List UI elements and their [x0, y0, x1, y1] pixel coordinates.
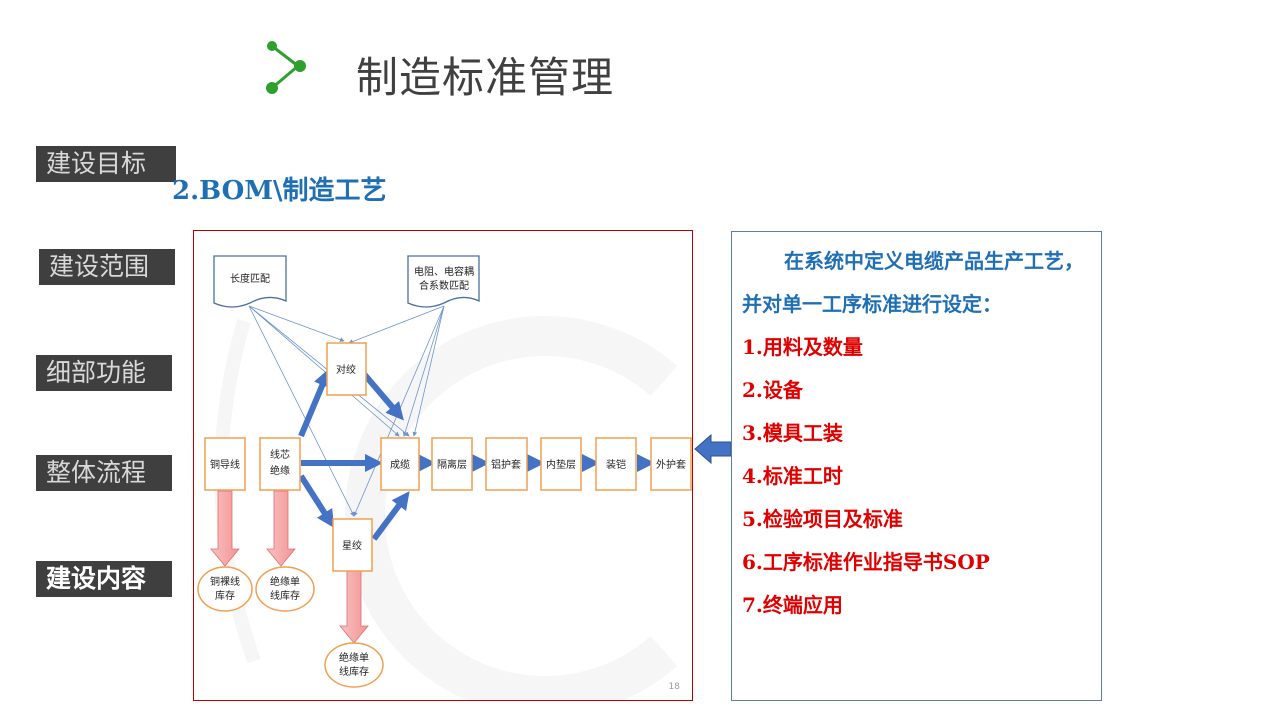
- info-panel: 在系统中定义电缆产品生产工艺，并对单一工序标准进行设定： 1.用料及数量 2.设…: [731, 231, 1102, 701]
- twisting-label: 对绞: [336, 363, 356, 376]
- al-sheath-box: [485, 437, 528, 491]
- barrier-box: [431, 437, 473, 491]
- outer-sheath-label: 外护套: [656, 458, 686, 471]
- cabling-box: [380, 437, 420, 491]
- list-item: 6.工序标准作业指导书SOP: [742, 550, 990, 574]
- info-intro: 在系统中定义电缆产品生产工艺，并对单一工序标准进行设定：: [742, 249, 1084, 316]
- rc-match-label-line1: 电阻、电容耦: [414, 265, 474, 278]
- nav-item-goals[interactable]: 建设目标: [36, 146, 176, 182]
- list-item: 5.检验项目及标准: [742, 507, 903, 531]
- barrier-label: 隔离层: [437, 458, 467, 471]
- flow-arrows: [298, 368, 655, 541]
- insulated-a-label-line2: 线库存: [270, 589, 300, 602]
- nav-item-content[interactable]: 建设内容: [36, 561, 172, 597]
- list-item: 3.模具工装: [742, 421, 843, 445]
- inner-pad-label: 内垫层: [546, 458, 576, 471]
- section-title: 2.BOM\制造工艺: [172, 176, 387, 206]
- storage-arrows: [210, 490, 369, 644]
- nav-item-scope[interactable]: 建设范围: [39, 249, 175, 285]
- armor-box: [595, 437, 637, 491]
- insulated-wire-storage-a: [255, 566, 315, 612]
- list-item: 1.用料及数量: [742, 335, 863, 359]
- bare-wire-label-line1: 铜裸线: [210, 575, 240, 588]
- bare-wire-storage: [197, 566, 253, 612]
- bare-wire-label-line2: 库存: [215, 589, 235, 602]
- armor-label: 装铠: [606, 458, 626, 471]
- star-quad-box: [332, 518, 373, 572]
- inner-pad-box: [540, 437, 582, 491]
- page-title: 制造标准管理: [356, 53, 615, 102]
- list-item: 4.标准工时: [742, 464, 843, 488]
- length-match-doc: 长度匹配: [213, 255, 287, 308]
- al-sheath-label: 铝护套: [491, 458, 521, 471]
- insulated-b-label-line1: 绝缘单: [339, 651, 369, 664]
- conductor-box: [204, 437, 246, 491]
- insulated-b-label-line2: 线库存: [339, 665, 369, 678]
- insulated-a-label-line1: 绝缘单: [270, 575, 300, 588]
- list-item: 2.设备: [742, 378, 803, 402]
- twisting-box: [326, 342, 367, 396]
- insulated-wire-storage-b: [324, 642, 384, 688]
- left-arrow-icon: [694, 433, 732, 465]
- rc-match-doc: 电阻、电容耦 合系数匹配: [407, 255, 480, 308]
- conductor-label: 铜导线: [210, 458, 240, 471]
- star-quad-label: 星绞: [342, 539, 362, 552]
- core-label-line1: 线芯: [270, 448, 290, 461]
- slide-page-number: 18: [668, 682, 680, 692]
- length-match-label: 长度匹配: [230, 272, 270, 285]
- core-insulation-box: [259, 437, 301, 491]
- list-item: 7.终端应用: [742, 593, 843, 617]
- nav-item-flow[interactable]: 整体流程: [36, 455, 172, 491]
- nav-item-functions[interactable]: 细部功能: [36, 355, 172, 391]
- process-diagram: 长度匹配 电阻、电容耦 合系数匹配: [193, 230, 693, 701]
- outer-sheath-box: [650, 437, 692, 491]
- cabling-label: 成缆: [390, 458, 410, 471]
- core-label-line2: 绝缘: [270, 464, 290, 477]
- rc-match-label-line2: 合系数匹配: [419, 279, 469, 292]
- branch-arrow-icon: [266, 41, 306, 94]
